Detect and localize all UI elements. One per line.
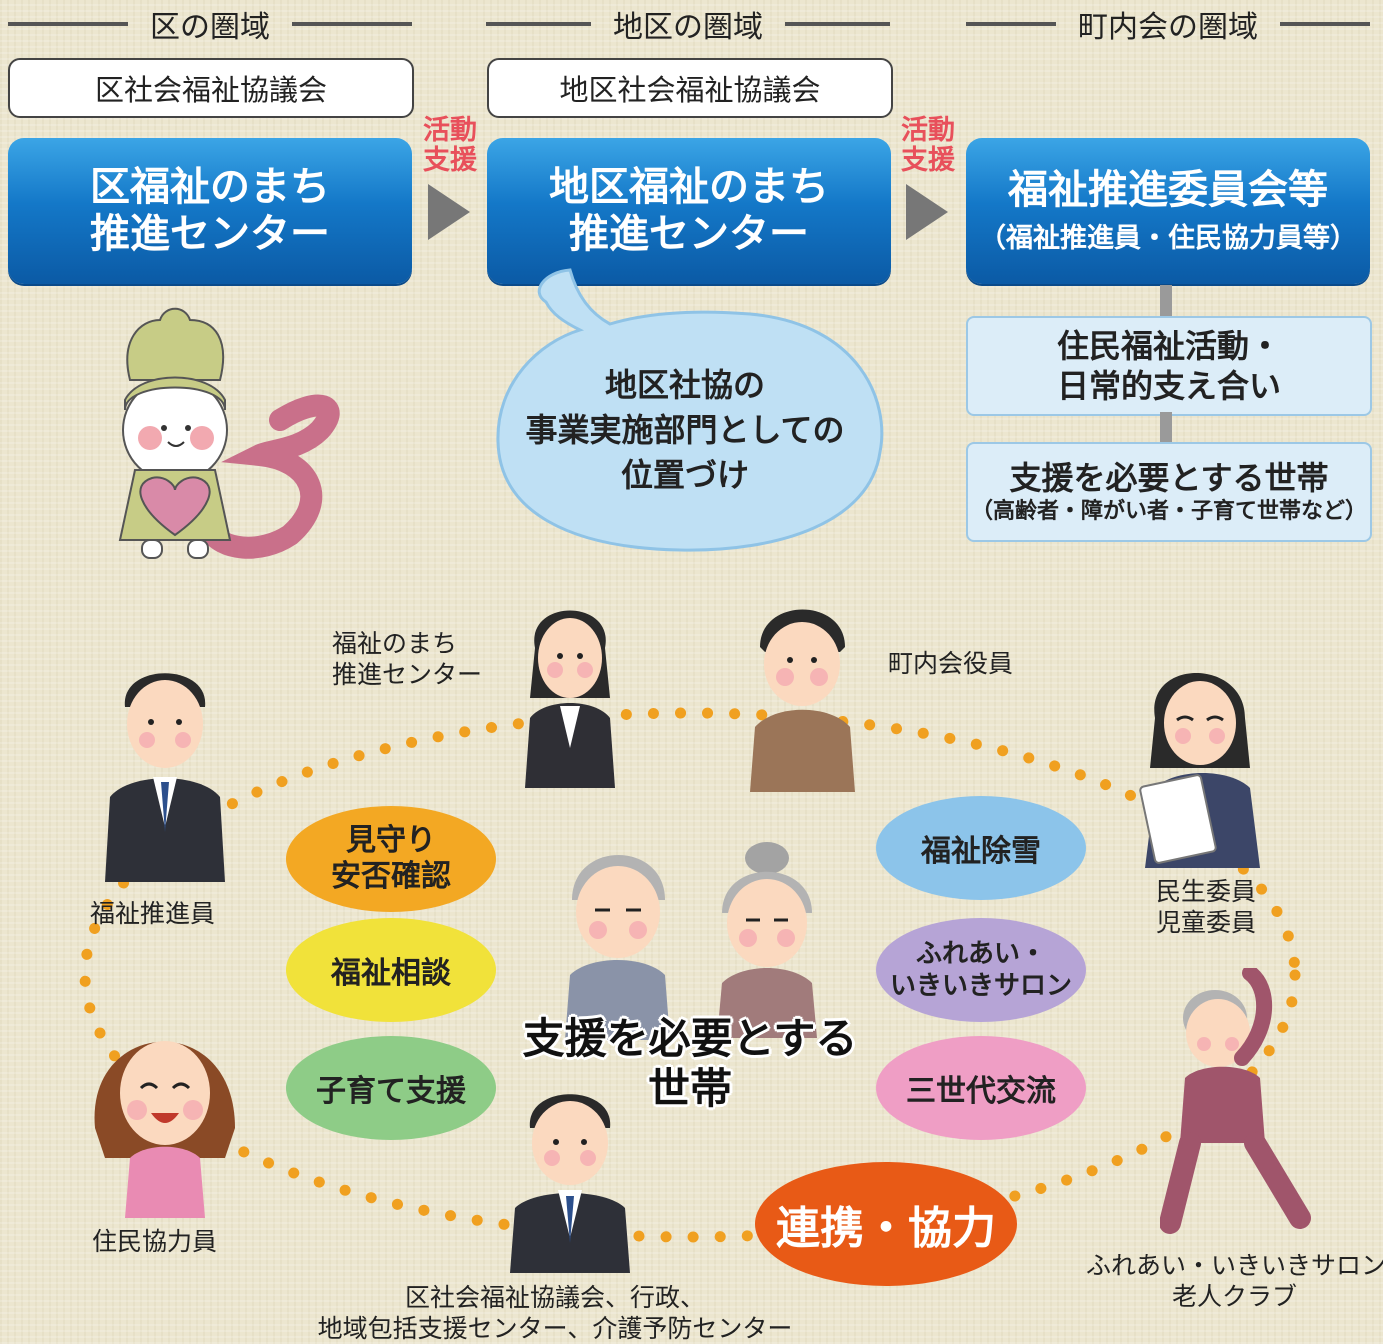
- activity-salon-ellipse: ふれあい・いきいきサロン: [876, 918, 1086, 1022]
- resident-cooperator-person: [94, 1041, 235, 1218]
- connector-line: [1160, 285, 1172, 319]
- ward-center-line2: 推進センター: [90, 211, 330, 257]
- support-label-2: 活動支援: [901, 115, 955, 176]
- households-title: 支援を必要とする世帯: [1009, 459, 1329, 497]
- minsei-commissioner-person: [1139, 673, 1260, 868]
- district-council-box: 地区社会福祉協議会: [487, 58, 893, 118]
- salon-elderly-exercise-person: [1160, 968, 1311, 1234]
- district-center-box: 地区福祉のまち 推進センター: [487, 138, 891, 284]
- elderly-woman-person: [717, 842, 817, 1038]
- welfare-promoter-person: [105, 673, 225, 882]
- ward-center-box: 区福祉のまち 推進センター: [8, 138, 412, 284]
- arrow-right-icon: [906, 184, 948, 240]
- region-title-ward: 区の圏域: [8, 2, 412, 46]
- ward-center-line1: 区福祉のまち: [90, 164, 330, 210]
- bubble-text: 地区社協の 事業実施部門としての 位置づけ: [525, 366, 845, 494]
- committee-line2: （福祉推進員・住民協力員等）: [979, 223, 1357, 254]
- region-title-district: 地区の圏域: [486, 2, 890, 46]
- center-households-text: 支援を必要とする世帯: [522, 1014, 858, 1113]
- households-sub: （高齢者・障がい者・子育て世帯など）: [970, 499, 1367, 524]
- region-title-neighborhood: 町内会の圏域: [966, 2, 1370, 46]
- support-label-1: 活動支援: [423, 115, 477, 176]
- arrow-right-icon: [428, 184, 470, 240]
- district-center-line1: 地区福祉のまち: [549, 164, 829, 210]
- label-agencies: 区社会福祉協議会、行政、地域包括支援センター、介護予防センター: [317, 1283, 793, 1343]
- activity-line2: 日常的支え合い: [1056, 367, 1281, 405]
- district-center-line2: 推進センター: [569, 211, 809, 257]
- label-minsei: 民生委員児童委員: [1156, 877, 1257, 937]
- households-box: 支援を必要とする世帯 （高齢者・障がい者・子育て世帯など）: [966, 442, 1372, 542]
- activity-line1: 住民福祉活動・: [1056, 327, 1281, 365]
- center-staff-person: [525, 610, 615, 788]
- speech-bubble: [496, 268, 884, 552]
- label-promoter: 福祉推進員: [90, 899, 216, 928]
- label-cooperator: 住民協力員: [92, 1227, 218, 1256]
- ward-council-box: 区社会福祉協議会: [8, 58, 414, 118]
- activity-generations-ellipse: 三世代交流: [876, 1036, 1086, 1140]
- label-center-staff: 福祉のまち推進センター: [332, 629, 483, 689]
- agency-staff-person: [510, 1094, 630, 1273]
- cooperation-ellipse: 連携・協力: [755, 1162, 1017, 1286]
- neighborhood-committee-box: 福祉推進委員会等 （福祉推進員・住民協力員等）: [966, 138, 1370, 284]
- elderly-man-person: [565, 855, 670, 1040]
- label-chonaikai: 町内会役員: [888, 649, 1014, 678]
- committee-line1: 福祉推進委員会等: [1008, 167, 1328, 213]
- mascot-illustration: [118, 307, 340, 559]
- activity-childcare-ellipse: 子育て支援: [286, 1036, 496, 1140]
- connector-line: [1160, 412, 1172, 444]
- activity-consult-ellipse: 福祉相談: [286, 918, 496, 1022]
- label-salon-club: ふれあい・いきいきサロン老人クラブ: [1086, 1251, 1383, 1311]
- activity-snow-ellipse: 福祉除雪: [876, 796, 1086, 900]
- chonaikai-officer-person: [750, 609, 855, 792]
- resident-activity-box: 住民福祉活動・ 日常的支え合い: [966, 316, 1372, 416]
- activity-watch-ellipse: 見守り安否確認: [286, 806, 496, 912]
